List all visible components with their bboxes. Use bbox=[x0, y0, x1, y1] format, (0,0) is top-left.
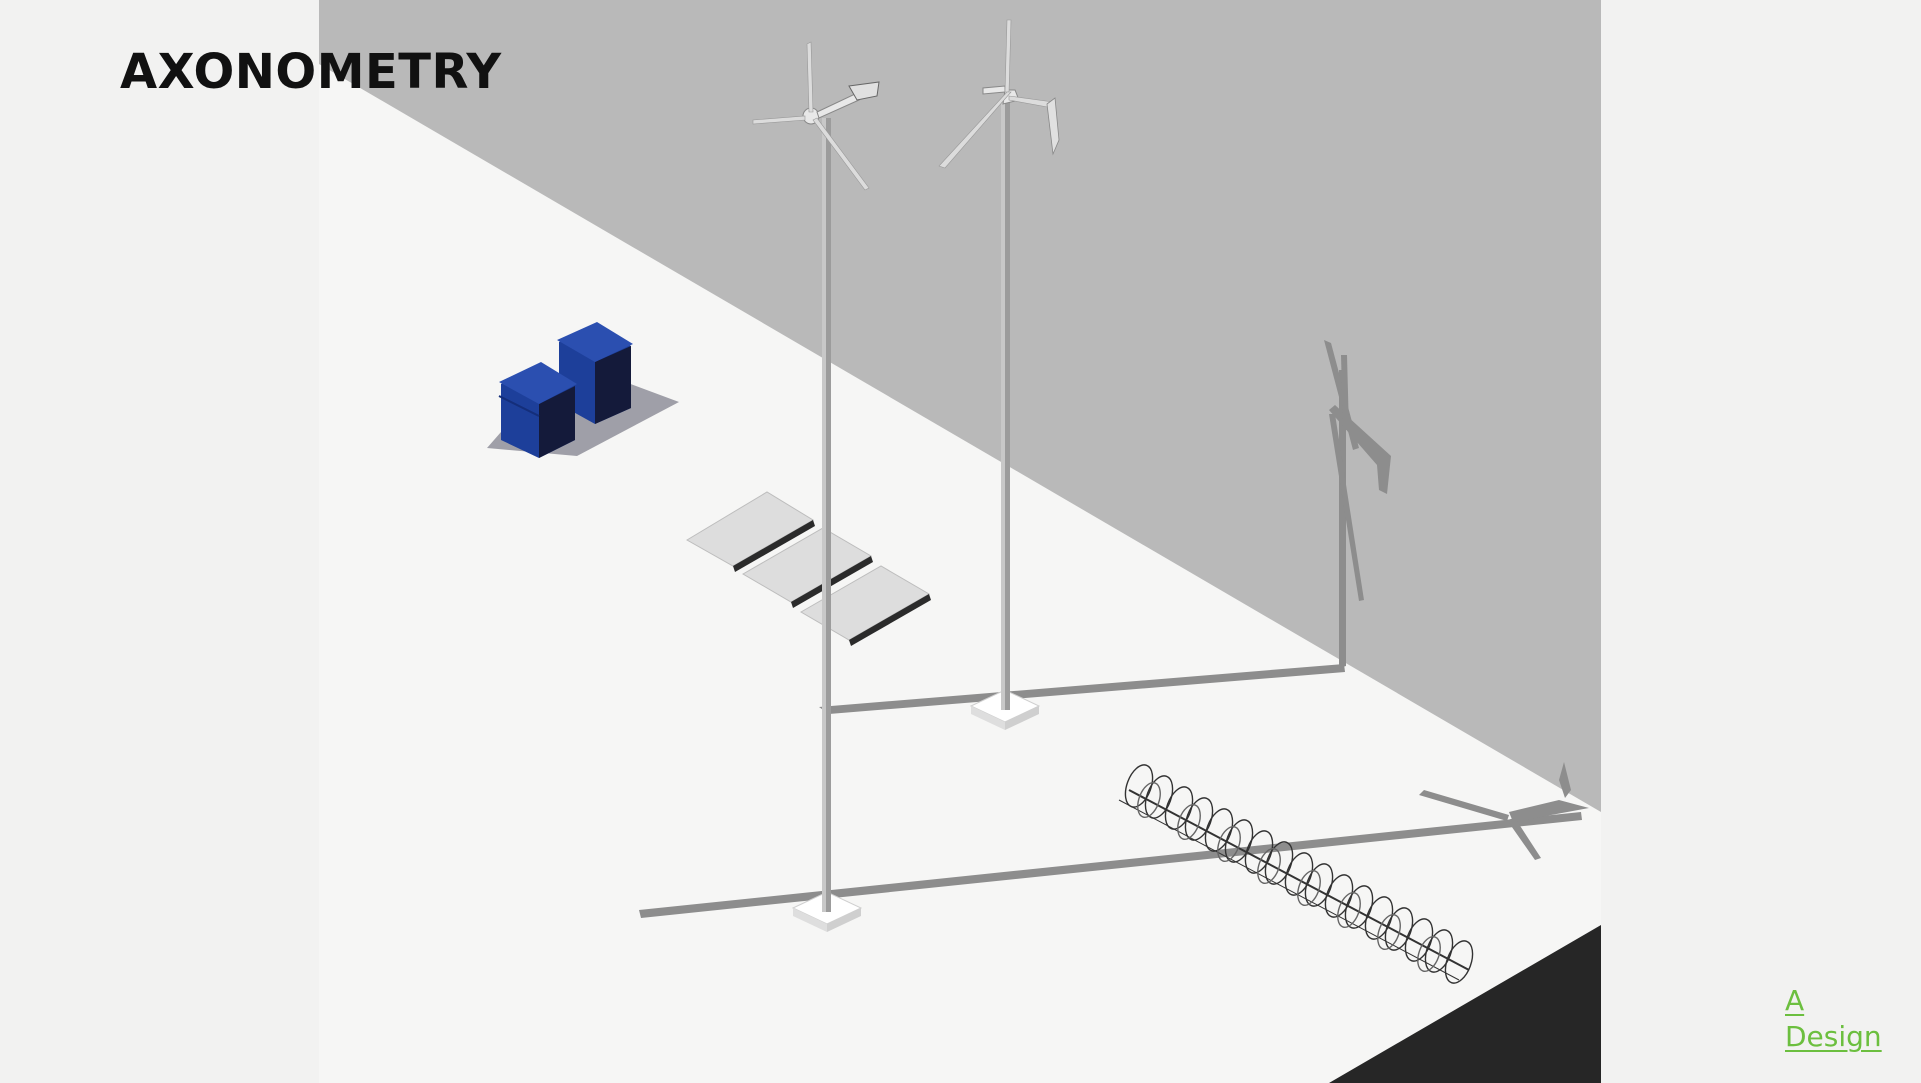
solar-panels bbox=[686, 491, 931, 646]
back-wall bbox=[319, 0, 1601, 812]
axonometric-drawing bbox=[319, 0, 1601, 1083]
turbine-pole-front bbox=[822, 118, 831, 912]
battery-units bbox=[498, 322, 633, 458]
turbine-pole-back bbox=[1001, 98, 1010, 710]
pole-shadow-back-vertical bbox=[1339, 370, 1346, 668]
pole-shadow-front bbox=[639, 812, 1582, 918]
brand-line-a: A bbox=[1785, 984, 1805, 1017]
turbine-shadow-ground bbox=[1419, 762, 1589, 860]
page-title: AXONOMETRY bbox=[120, 44, 502, 100]
turbine-shadow-wall bbox=[1324, 340, 1391, 601]
brand-logo-link[interactable]: A Design bbox=[1785, 983, 1882, 1055]
dark-corner bbox=[1329, 925, 1601, 1083]
brand-line-design: Design bbox=[1785, 1020, 1882, 1053]
turbine-head-back bbox=[938, 19, 1060, 169]
turbine-head-front bbox=[752, 41, 880, 191]
razor-wire-fence bbox=[1118, 764, 1474, 984]
pole-shadow-back bbox=[819, 664, 1345, 714]
